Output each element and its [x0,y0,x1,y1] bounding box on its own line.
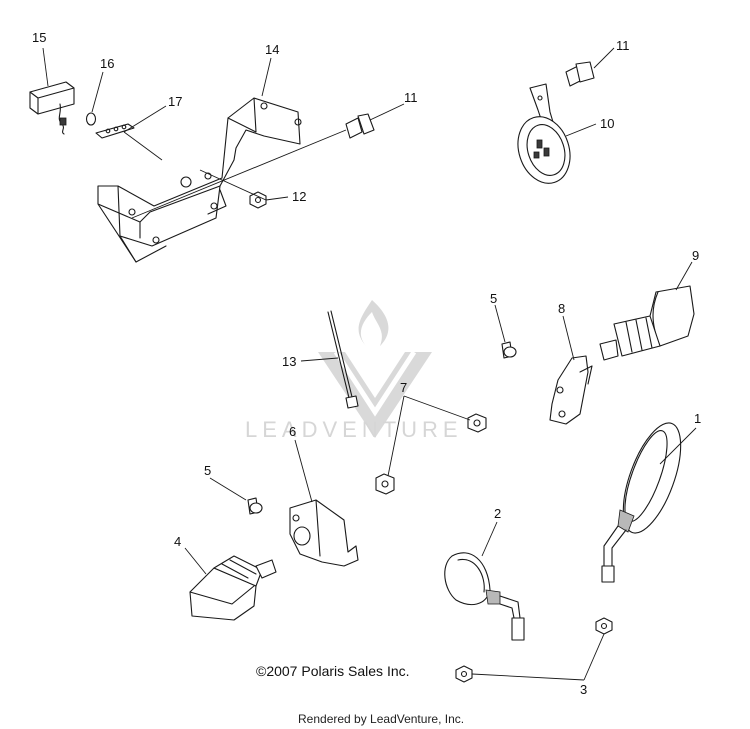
callout-5-upper: 5 [490,291,497,306]
part-5-screw-lower [247,497,263,515]
callout-5-lower: 5 [204,463,211,478]
callout-17: 17 [168,94,182,109]
part-4-turn-signal [189,555,277,621]
callout-8: 8 [558,301,565,316]
part-3-nut-lower [455,665,473,683]
callout-6: 6 [289,424,296,439]
part-13-cable-tie [327,310,359,409]
callout-14: 14 [265,42,279,57]
callout-16: 16 [100,56,114,71]
part-9-turn-signal [599,285,695,361]
part-15-lamp-housing [29,81,75,135]
part-1-mirror-right [601,422,682,583]
part-11-screw-horn [565,61,595,87]
callout-9: 9 [692,248,699,263]
part-6-signal-bracket [289,499,359,567]
callout-12: 12 [292,189,306,204]
callout-10: 10 [600,116,614,131]
part-2-mirror-left [444,552,525,641]
callout-2: 2 [494,506,501,521]
part-16-bulb [85,112,97,126]
callout-15: 15 [32,30,46,45]
watermark-text: LEADVENTURE [245,417,463,442]
part-10-horn [517,83,571,184]
rendered-by-credit: Rendered by LeadVenture, Inc. [298,712,464,726]
leader-lines [42,47,697,681]
copyright-notice: ©2007 Polaris Sales Inc. [256,663,410,679]
callout-3: 3 [580,682,587,697]
callout-7: 7 [400,380,407,395]
callout-11-right: 11 [616,38,630,53]
callout-4: 4 [174,534,181,549]
part-12-nut [249,191,267,209]
part-11-screw-bracket [345,113,375,139]
callout-1: 1 [694,411,701,426]
part-8-signal-bracket [549,355,593,425]
part-5-screw-upper [501,341,517,359]
callout-13: 13 [282,354,296,369]
part-17-lens-plate [95,123,135,139]
part-3-nut-upper [595,617,613,635]
part-7-nut-lower [375,473,395,495]
callout-11-left: 11 [404,90,418,105]
callouts: 15 16 17 14 11 12 11 10 9 5 8 13 7 1 6 5… [32,30,701,697]
part-7-nut-upper [467,413,487,433]
part-14-license-bracket [97,97,302,263]
